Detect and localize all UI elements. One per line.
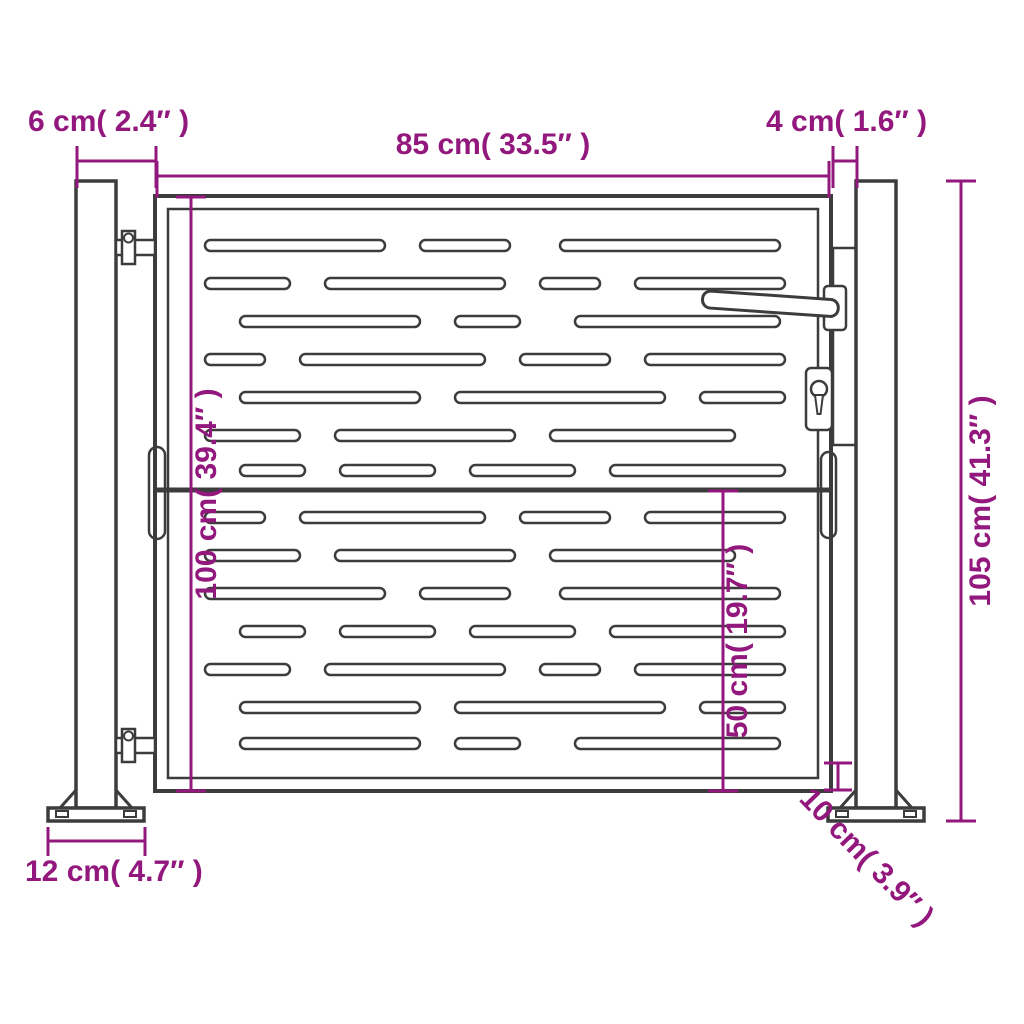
gate-slot bbox=[203, 548, 302, 563]
gate-slot bbox=[548, 428, 737, 443]
top-hinge bbox=[114, 229, 157, 266]
dim-gate-height bbox=[176, 195, 206, 793]
gate-slot bbox=[573, 314, 782, 329]
gate-slot bbox=[608, 463, 787, 478]
right-edge-detail bbox=[819, 450, 838, 540]
gate-slot bbox=[203, 276, 292, 291]
right-base-bolt-slot bbox=[835, 810, 849, 818]
gate-slot bbox=[238, 314, 422, 329]
gate-slot bbox=[558, 238, 782, 253]
gate-slot bbox=[518, 352, 612, 367]
right-post bbox=[826, 179, 926, 823]
gate-slot bbox=[238, 463, 307, 478]
dim-gate-width bbox=[155, 161, 831, 198]
dim-latch-strip-width bbox=[831, 146, 859, 188]
gate-slot bbox=[643, 510, 787, 525]
gate-slot bbox=[548, 548, 737, 563]
gate-slot bbox=[238, 390, 422, 405]
dim-label-total-height: 105 cm( 41.3″ ) bbox=[964, 395, 997, 606]
gate-slot bbox=[518, 510, 612, 525]
gate-slot bbox=[538, 662, 602, 677]
gate-slot bbox=[453, 700, 667, 715]
gate-slot bbox=[643, 352, 787, 367]
latch-strip bbox=[831, 246, 858, 447]
dim-label-gate-width: 85 cm( 33.5″ ) bbox=[396, 128, 590, 161]
dim-base-plate-width bbox=[46, 827, 147, 856]
gate-slot bbox=[203, 510, 267, 525]
dim-total-height bbox=[946, 179, 976, 823]
gate-slot bbox=[453, 736, 522, 751]
right-base-bolt-slot bbox=[903, 810, 917, 818]
gate-slot bbox=[238, 736, 422, 751]
bottom-hinge bbox=[114, 727, 157, 764]
gate-slot bbox=[238, 700, 422, 715]
gate-slot bbox=[558, 586, 782, 601]
lock-keyhole bbox=[804, 366, 834, 432]
handle bbox=[701, 284, 848, 332]
gate-slot bbox=[298, 352, 487, 367]
left-hinge-strap bbox=[147, 445, 167, 541]
gate-slot bbox=[323, 276, 507, 291]
gate-slot bbox=[203, 662, 292, 677]
gate-slot bbox=[418, 238, 512, 253]
gate-slot bbox=[203, 428, 302, 443]
gate-slot bbox=[333, 428, 517, 443]
gate-slot bbox=[338, 624, 437, 639]
gate-slot bbox=[203, 238, 387, 253]
left-base-bolt-slot bbox=[123, 810, 137, 818]
gate-slot bbox=[418, 586, 512, 601]
gate-slot bbox=[453, 314, 522, 329]
gate-slot bbox=[323, 662, 507, 677]
perforation-slot-pattern bbox=[203, 238, 787, 751]
gate-slot bbox=[238, 624, 307, 639]
right-base-plate bbox=[826, 806, 926, 823]
dim-lower-section-height bbox=[708, 489, 738, 793]
gate-slot bbox=[453, 390, 667, 405]
dim-label-gate-height: 100 cm( 39.4″ ) bbox=[190, 388, 223, 599]
gate-panel bbox=[153, 194, 833, 793]
left-post bbox=[46, 179, 146, 823]
left-base-plate bbox=[46, 806, 146, 823]
dim-label-left-post-width: 6 cm( 2.4″ ) bbox=[28, 105, 189, 138]
gate-slot bbox=[333, 548, 517, 563]
dim-label-latch-strip-width: 4 cm( 1.6″ ) bbox=[766, 105, 927, 138]
dim-bottom-clearance bbox=[824, 761, 852, 792]
gate-slot bbox=[573, 736, 782, 751]
gate-slot bbox=[203, 352, 267, 367]
gate-slot bbox=[468, 624, 577, 639]
gate-slot bbox=[633, 662, 787, 677]
gate-slot bbox=[203, 586, 387, 601]
gate-slot bbox=[698, 700, 787, 715]
gate-slot bbox=[538, 276, 602, 291]
gate-slot bbox=[698, 390, 787, 405]
gate-slot bbox=[608, 624, 787, 639]
dim-label-lower-section-height: 50 cm( 19.7″ ) bbox=[721, 544, 754, 738]
gate-slot bbox=[338, 463, 437, 478]
left-base-bolt-slot bbox=[55, 810, 69, 818]
gate-slot bbox=[298, 510, 487, 525]
gate-slot bbox=[468, 463, 577, 478]
dim-label-base-plate-width: 12 cm( 4.7″ ) bbox=[25, 855, 203, 888]
gate-slot bbox=[633, 276, 787, 291]
